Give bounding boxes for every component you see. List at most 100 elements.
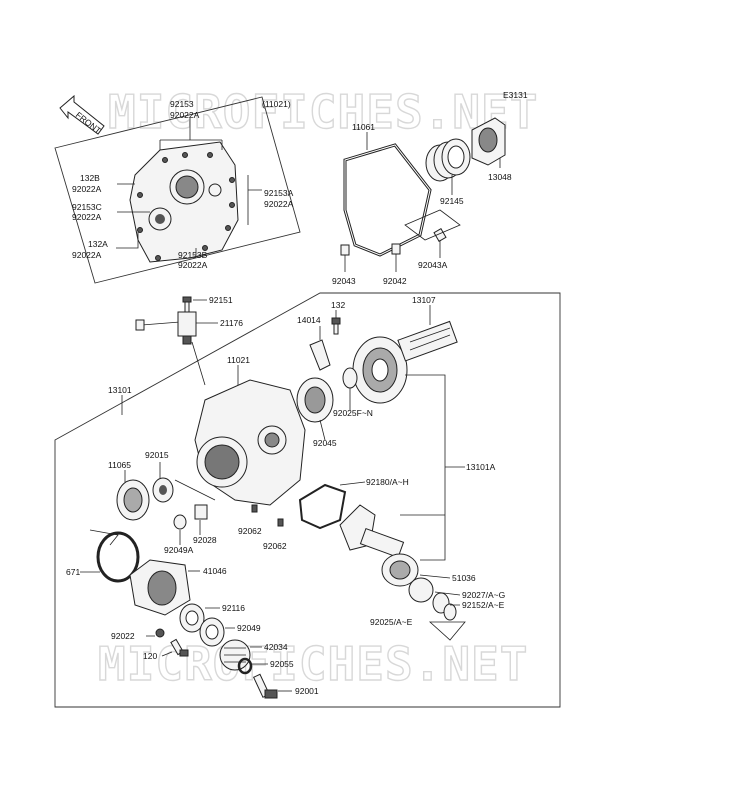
leader-92180 <box>339 481 366 486</box>
seal-leaders <box>205 607 235 629</box>
label-132A: 132A <box>88 239 108 249</box>
sensor-leaders <box>191 299 218 386</box>
coupling-13048 <box>471 117 506 166</box>
washer-92049A <box>173 514 187 530</box>
diagram-code: E3131 <box>503 90 528 100</box>
gear-case-cover <box>129 141 239 263</box>
label-92025-A-E: 92025/A~E <box>370 617 413 627</box>
label-92015: 92015 <box>145 450 169 460</box>
label-92045: 92045 <box>313 438 337 448</box>
label-13048: 13048 <box>488 172 512 182</box>
label-120: 120 <box>143 651 157 661</box>
leader-671 <box>80 529 119 573</box>
dowel-pin-92043A <box>433 227 447 243</box>
shim-92025 <box>443 603 457 621</box>
pinion-gear <box>339 504 405 558</box>
label-92153B: 92153B <box>178 250 208 260</box>
ring-gear-13107 <box>352 320 458 404</box>
nut-92015 <box>152 477 174 503</box>
label-92151: 92151 <box>209 295 233 305</box>
label-92153: 92153 <box>170 99 194 109</box>
label-92152: 92152/A~E <box>462 600 505 610</box>
left-parts-leaders <box>124 462 216 545</box>
label-92062-b: 92062 <box>263 541 287 551</box>
washer-92022 <box>155 628 165 638</box>
label-671: 671 <box>66 567 80 577</box>
label-92116: 92116 <box>222 603 245 613</box>
leader-13101A <box>400 374 465 561</box>
bolt-92001 <box>252 673 278 699</box>
label-92001: 92001 <box>295 686 319 696</box>
main-group-frame <box>54 292 561 708</box>
label-92062-a: 92062 <box>238 526 262 536</box>
label-92028: 92028 <box>193 535 217 545</box>
label-13107: 13107 <box>412 295 436 305</box>
joint-leaders <box>250 646 268 665</box>
label-92022A-c: 92022A <box>72 212 102 222</box>
pin-92062-b <box>277 518 284 527</box>
dowel-pin-92042 <box>391 243 401 255</box>
label-92043A: 92043A <box>418 260 448 270</box>
housing-41046 <box>129 559 191 616</box>
cover-leaders <box>116 118 262 255</box>
label-92145: 92145 <box>440 196 464 206</box>
label-14014: 14014 <box>297 315 321 325</box>
pin-group-lines <box>404 209 461 241</box>
label-92022A-b: 92022A <box>72 184 102 194</box>
label-42034: 42034 <box>264 642 288 652</box>
gasket-11061 <box>343 143 432 257</box>
spring-92145 <box>425 138 471 182</box>
label-92022A-e: 92022A <box>264 199 294 209</box>
small-leaders <box>146 635 173 657</box>
label-92049: 92049 <box>237 623 261 633</box>
label-92049A: 92049A <box>164 545 194 555</box>
label-92022A-d: 92022A <box>72 250 102 260</box>
bolt-120 <box>170 638 189 657</box>
bolt-92151 <box>182 296 192 313</box>
front-arrow-icon: FRONT <box>59 94 105 136</box>
shim-92025F-N <box>342 367 358 389</box>
label-11061: 11061 <box>352 122 375 132</box>
bearing-92045 <box>296 377 334 423</box>
o-ring-92055 <box>237 657 253 675</box>
bracket-leaders <box>319 310 337 340</box>
label-92153C: 92153C <box>72 202 102 212</box>
label-92022A-f: 92022A <box>178 260 208 270</box>
label-92180: 92180/A~H <box>366 477 409 487</box>
label-13101A: 13101A <box>466 462 496 472</box>
seal-92049-inner <box>205 624 219 640</box>
pin-leaders <box>344 240 441 272</box>
shim-92027 <box>408 577 434 603</box>
o-ring-671 <box>96 531 140 583</box>
seal-92116-inner <box>185 610 199 626</box>
gear-case-housing-11021 <box>194 379 306 506</box>
gasket-92180 <box>298 483 347 530</box>
label-21176: 21176 <box>220 318 243 328</box>
joint-42034 <box>219 639 251 671</box>
label-11021: 11021 <box>227 355 250 365</box>
label-92043: 92043 <box>332 276 356 286</box>
label-92042: 92042 <box>383 276 407 286</box>
label-92055: 92055 <box>270 659 294 669</box>
label-13101: 13101 <box>108 385 132 395</box>
label-92022: 92022 <box>111 631 135 641</box>
label-11021-ref: (11021) <box>262 99 291 109</box>
label-132: 132 <box>331 300 345 310</box>
collar-92028 <box>194 504 208 520</box>
watermark-top: MICROFICHES.NET <box>108 85 538 139</box>
bearing-11065 <box>116 479 150 521</box>
bracket-14014 <box>309 317 341 371</box>
label-92153A: 92153A <box>264 188 294 198</box>
label-92027: 92027/A~G <box>462 590 505 600</box>
right-parts-leaders <box>419 574 466 641</box>
label-132B: 132B <box>80 173 100 183</box>
cover-group-frame <box>54 96 301 284</box>
watermark-bottom: MICROFICHES.NET <box>98 637 528 691</box>
label-51036: 51036 <box>452 573 476 583</box>
label-92022A-top: 92022A <box>170 110 200 120</box>
speed-sensor-21176 <box>135 311 197 345</box>
label-11065: 11065 <box>108 460 131 470</box>
label-41046: 41046 <box>203 566 227 576</box>
bearing-leaders <box>319 388 351 441</box>
